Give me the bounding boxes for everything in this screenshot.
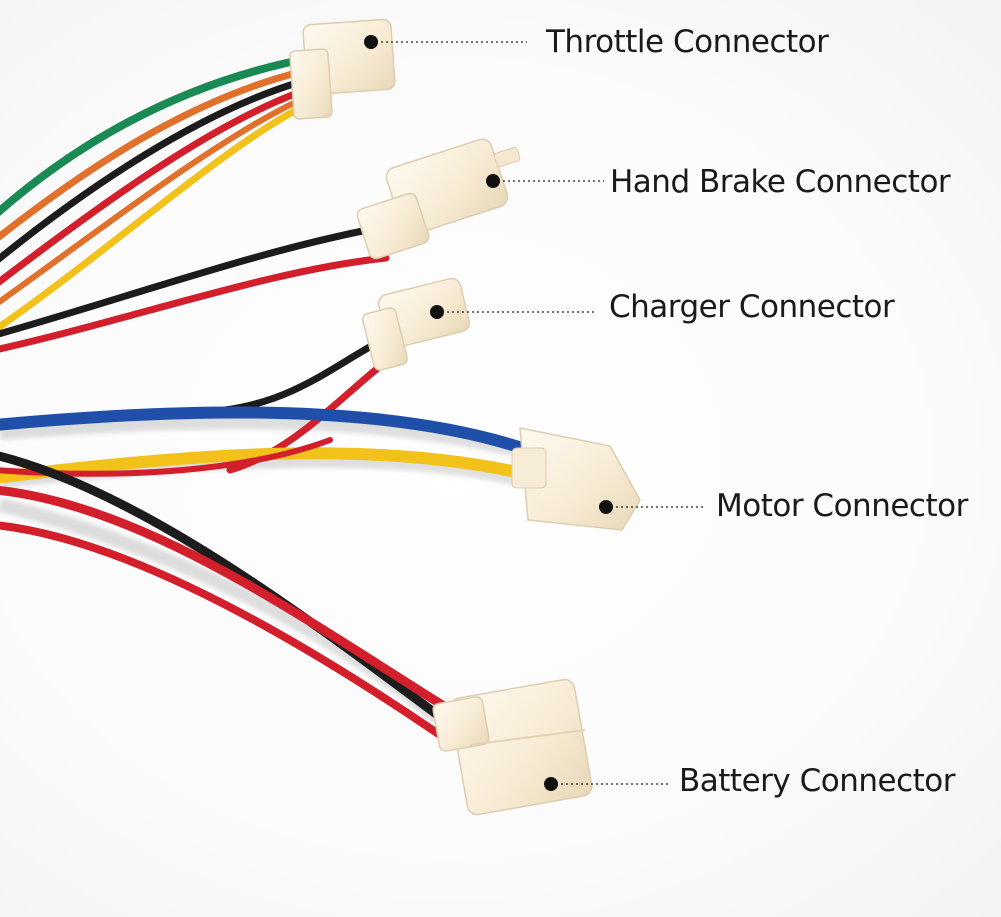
- callout-lines: [371, 41, 704, 785]
- throttle-connector: [289, 18, 396, 120]
- hand-brake-connector-label: Hand Brake Connector: [610, 164, 951, 200]
- charger-connector: [362, 277, 471, 371]
- battery-connector: [432, 678, 593, 816]
- throttle-connector-label: Throttle Connector: [546, 24, 829, 60]
- hand-brake-wires: [0, 224, 390, 353]
- hand-brake-connector: [356, 138, 521, 260]
- battery-wires: [0, 451, 465, 739]
- motor-connector-label: Motor Connector: [716, 488, 968, 524]
- throttle-wires: [0, 56, 304, 331]
- charger-connector-label: Charger Connector: [609, 289, 895, 325]
- callout-dots: [364, 35, 613, 791]
- motor-connector: [511, 427, 641, 531]
- battery-connector-label: Battery Connector: [679, 763, 955, 799]
